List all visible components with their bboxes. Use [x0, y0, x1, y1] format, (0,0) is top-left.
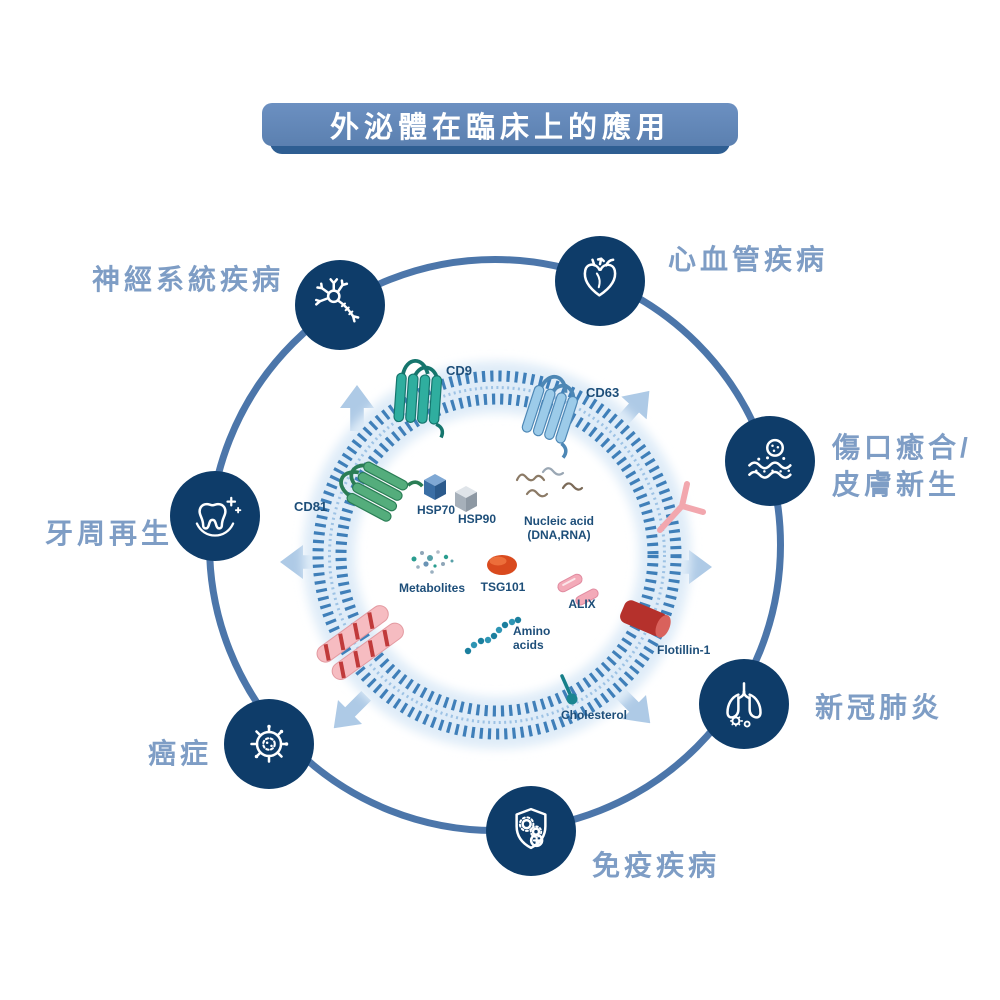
app-label-periodontal: 牙周再生: [45, 518, 174, 549]
lungs-virus-icon: [726, 682, 762, 728]
hsp90-cube: [455, 486, 477, 512]
cholesterol-molecule: [560, 674, 578, 705]
integrin-protein: [316, 605, 404, 681]
flotillin1-label: Flotillin-1: [657, 643, 711, 657]
amino-acids-label: Amino acids: [513, 624, 551, 652]
tsg101-shape: [487, 555, 517, 575]
receptor-protein: [657, 481, 706, 533]
hsp70-cube: [424, 474, 446, 500]
app-node-immune: [486, 786, 576, 876]
page-title: 外泌體在臨床上的應用: [329, 111, 670, 144]
tooth-icon: [195, 496, 242, 537]
hsp90-label: HSP90: [457, 512, 497, 526]
cancer-cell-icon: [250, 724, 289, 763]
heart-icon: [583, 257, 617, 297]
app-node-covid: [699, 659, 789, 749]
membrane-outer-leaflet: [312, 370, 682, 740]
alix-capsules: [557, 573, 599, 606]
cd81-label: CD81: [294, 499, 328, 514]
nucleic-acid-strands: [515, 467, 584, 498]
membrane-inner-leaflet: [335, 393, 659, 717]
app-node-neurological: [295, 260, 385, 350]
cd63-label: CD63: [586, 385, 620, 400]
flotillin1-protein: [620, 600, 671, 638]
nucleic-acid-label: Nucleic acid (DNA,RNA): [523, 514, 595, 542]
alix-label: ALIX: [568, 597, 596, 611]
amino-acids-chain: [464, 616, 522, 655]
metabolites-dots: [411, 550, 454, 574]
metabolites-label: Metabolites: [398, 581, 465, 595]
cd9-label: CD9: [446, 363, 473, 378]
app-node-wound-healing: [725, 416, 815, 506]
app-label-immune: 免疫疾病: [592, 850, 721, 881]
app-node-periodontal: [170, 471, 260, 561]
neuron-icon: [315, 278, 360, 323]
app-label-covid: 新冠肺炎: [815, 692, 944, 723]
app-label-wound-healing: 傷口癒合/ 皮膚新生: [832, 432, 972, 500]
hsp70-label: HSP70: [416, 503, 456, 517]
app-label-cardiovascular: 心血管疾病: [668, 244, 829, 275]
app-label-neurological: 神經系統疾病: [92, 264, 285, 295]
immune-shield-icon: [515, 807, 547, 850]
app-node-cardiovascular: [555, 236, 645, 326]
membrane-midline: [328, 386, 666, 724]
cholesterol-label: Cholesterol: [560, 708, 627, 722]
title-banner: 外泌體在臨床上的應用: [262, 103, 738, 146]
app-label-cancer: 癌症: [148, 738, 213, 769]
skin-regeneration-icon: [748, 438, 792, 479]
tsg101-label: TSG101: [480, 580, 526, 594]
app-node-cancer: [224, 699, 314, 789]
